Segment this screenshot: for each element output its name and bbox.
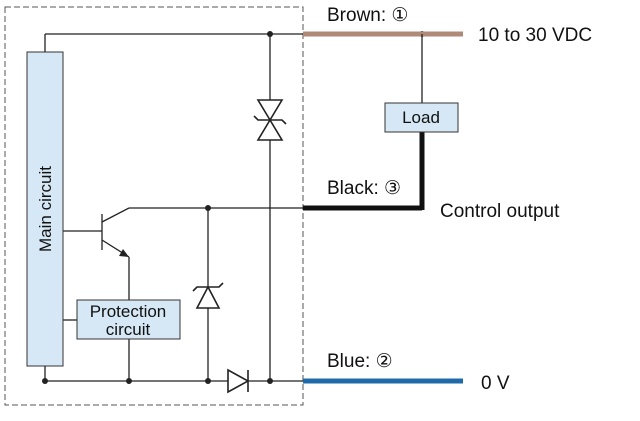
diode-icon xyxy=(227,368,250,394)
load-block xyxy=(384,102,459,133)
brown-wire-label: Brown: ① xyxy=(327,5,408,26)
control-output-label: Control output xyxy=(440,201,560,222)
main-circuit-block xyxy=(26,51,64,367)
blue-wire-label: Blue: ② xyxy=(327,351,393,372)
tvs-diode-icon xyxy=(253,99,287,141)
internal-wiring xyxy=(44,33,303,382)
main-circuit-label: Main circuit xyxy=(36,166,55,252)
protection-label-line1: Protection xyxy=(90,302,167,321)
black-wire-label: Black: ③ xyxy=(327,178,401,199)
protection-circuit-block xyxy=(76,299,181,340)
zener-diode-icon xyxy=(192,282,224,309)
emitter-arrow-icon xyxy=(119,249,129,257)
load-label: Load xyxy=(402,108,440,127)
protection-label-line2: circuit xyxy=(106,320,151,339)
ground-label: 0 V xyxy=(481,373,510,394)
supply-voltage-label: 10 to 30 VDC xyxy=(478,25,592,46)
